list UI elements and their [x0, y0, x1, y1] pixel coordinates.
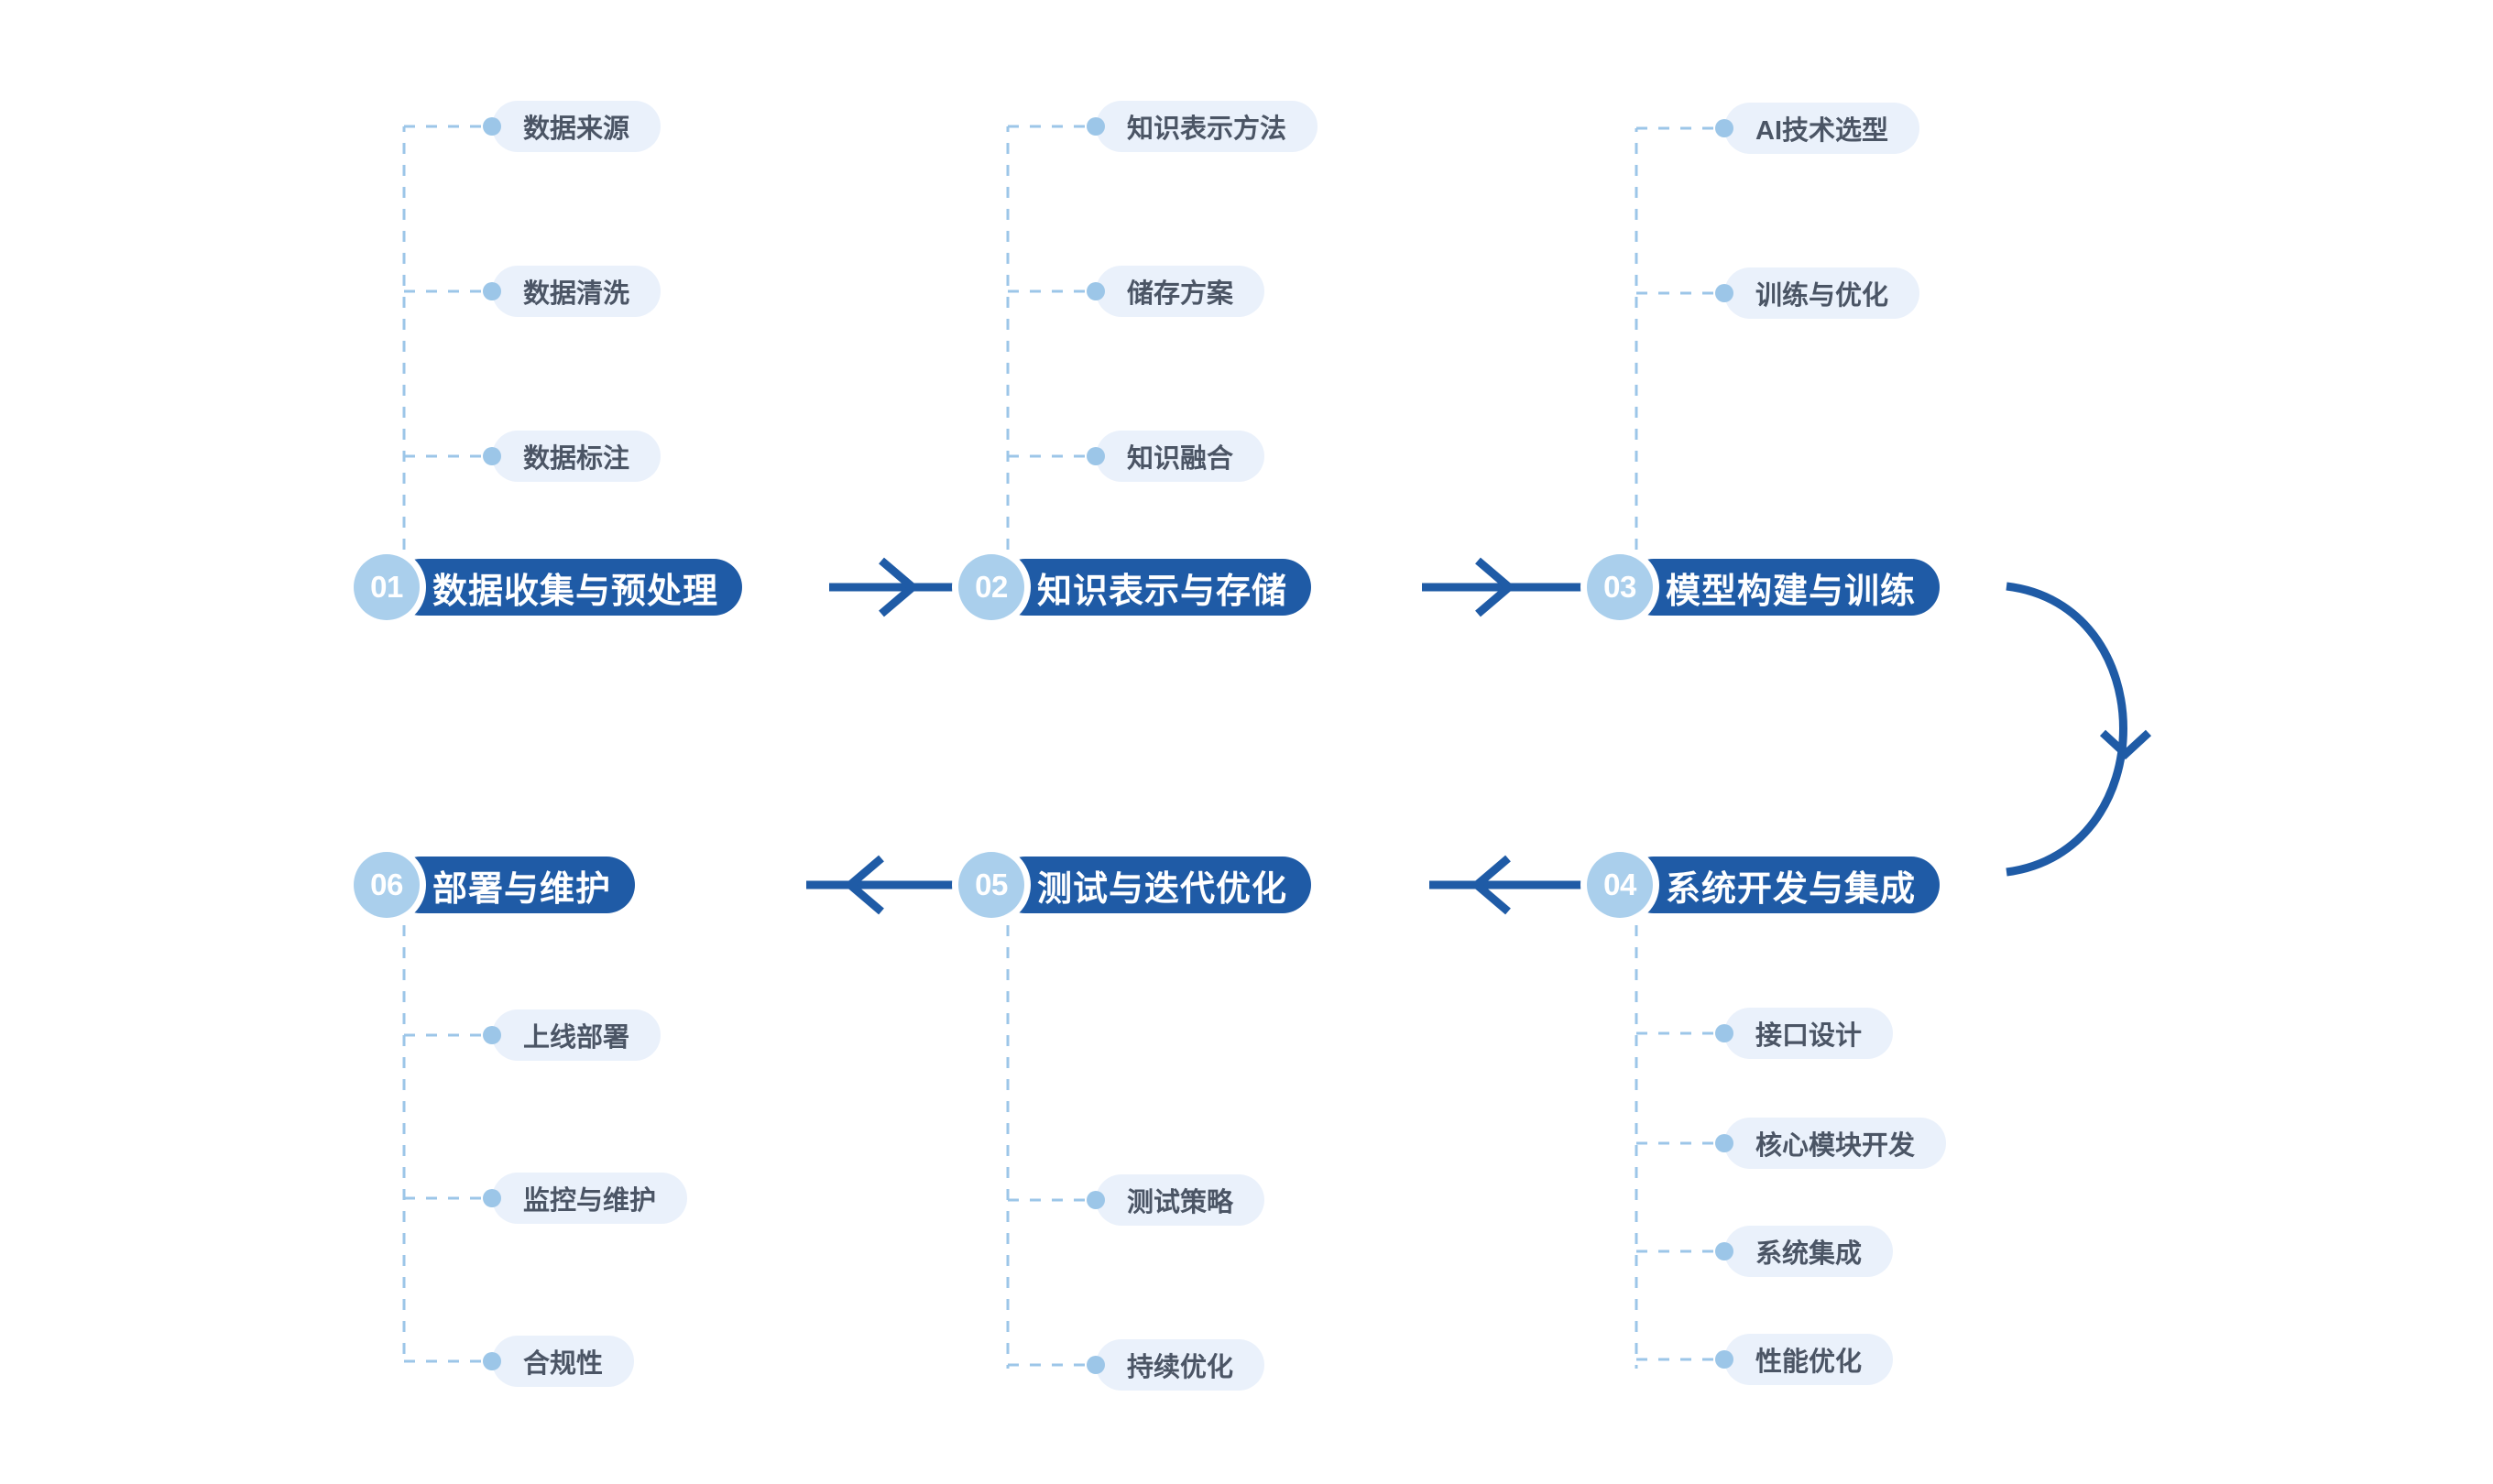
stage-label: 测试与迭代优化 [997, 857, 1312, 913]
flow-arrow-02-03 [1422, 557, 1602, 617]
sub-item-pill[interactable]: 接口设计 [1724, 1008, 1894, 1059]
tree-stage-06 [402, 925, 492, 1365]
stage-04[interactable]: 04 系统开发与集成 [1587, 852, 1941, 918]
stage-number-badge: 02 [958, 554, 1024, 620]
stage-02[interactable]: 02 知识表示与存储 [958, 554, 1312, 620]
tree-stage-03 [1635, 126, 1724, 550]
sub-item-pill[interactable]: 核心模块开发 [1724, 1118, 1947, 1169]
connector-dot [1715, 1024, 1733, 1042]
connector-dot [1087, 1191, 1105, 1209]
sub-item-pill[interactable]: 训练与优化 [1724, 267, 1920, 319]
connector-dot [1715, 119, 1733, 137]
connector-dot [1715, 1350, 1733, 1369]
tree-stage-04 [1635, 925, 1724, 1369]
stage-number-badge: 06 [354, 852, 420, 918]
sub-item-pill[interactable]: 数据来源 [492, 101, 662, 152]
sub-item-pill[interactable]: 数据清洗 [492, 266, 662, 317]
sub-item-pill[interactable]: 性能优化 [1724, 1334, 1894, 1385]
tree-stage-01 [402, 125, 492, 550]
sub-item-pill[interactable]: 上线部署 [492, 1009, 662, 1061]
connector-dot [1087, 1356, 1105, 1374]
connector-dot [483, 1026, 501, 1044]
tree-stage-05 [1006, 925, 1096, 1369]
sub-item-pill[interactable]: 储存方案 [1096, 266, 1265, 317]
stage-01[interactable]: 01 数据收集与预处理 [354, 554, 743, 620]
stage-03[interactable]: 03 模型构建与训练 [1587, 554, 1941, 620]
connector-dot [483, 1189, 501, 1207]
connector-dot [1087, 282, 1105, 300]
stage-label: 系统开发与集成 [1625, 857, 1941, 913]
connector-dot [1715, 1242, 1733, 1260]
connector-dot [1715, 1134, 1733, 1152]
flow-arrow-05-06 [806, 855, 973, 915]
sub-item-pill[interactable]: 合规性 [492, 1336, 635, 1387]
connector-dot [1715, 284, 1733, 302]
connector-dot [483, 117, 501, 136]
stage-label: 模型构建与训练 [1625, 559, 1941, 616]
sub-item-pill[interactable]: 持续优化 [1096, 1339, 1265, 1391]
stage-label: 知识表示与存储 [997, 559, 1312, 616]
sub-item-pill[interactable]: AI技术选型 [1724, 103, 1920, 154]
sub-item-pill[interactable]: 知识表示方法 [1096, 101, 1318, 152]
tree-stage-02 [1006, 125, 1096, 550]
flow-arrow-04-05 [1429, 855, 1602, 915]
stage-05[interactable]: 05 测试与迭代优化 [958, 852, 1312, 918]
stage-number-badge: 03 [1587, 554, 1653, 620]
stage-number-badge: 04 [1587, 852, 1653, 918]
stage-06[interactable]: 06 部署与维护 [354, 852, 636, 918]
stage-number-badge: 01 [354, 554, 420, 620]
connector-dot [1087, 447, 1105, 465]
flow-arrow-01-02 [829, 557, 973, 617]
stage-label: 数据收集与预处理 [392, 559, 743, 616]
sub-item-pill[interactable]: 系统集成 [1724, 1226, 1894, 1277]
connector-dot [483, 1352, 501, 1370]
connector-dot [1087, 117, 1105, 136]
flow-arrow-03-04-curve [2006, 582, 2152, 877]
sub-item-pill[interactable]: 知识融合 [1096, 431, 1265, 482]
connector-dot [483, 282, 501, 300]
sub-item-pill[interactable]: 监控与维护 [492, 1173, 688, 1224]
stage-label: 部署与维护 [392, 857, 636, 913]
stage-number-badge: 05 [958, 852, 1024, 918]
sub-item-pill[interactable]: 数据标注 [492, 431, 662, 482]
connector-dot [483, 447, 501, 465]
sub-item-pill[interactable]: 测试策略 [1096, 1174, 1265, 1226]
